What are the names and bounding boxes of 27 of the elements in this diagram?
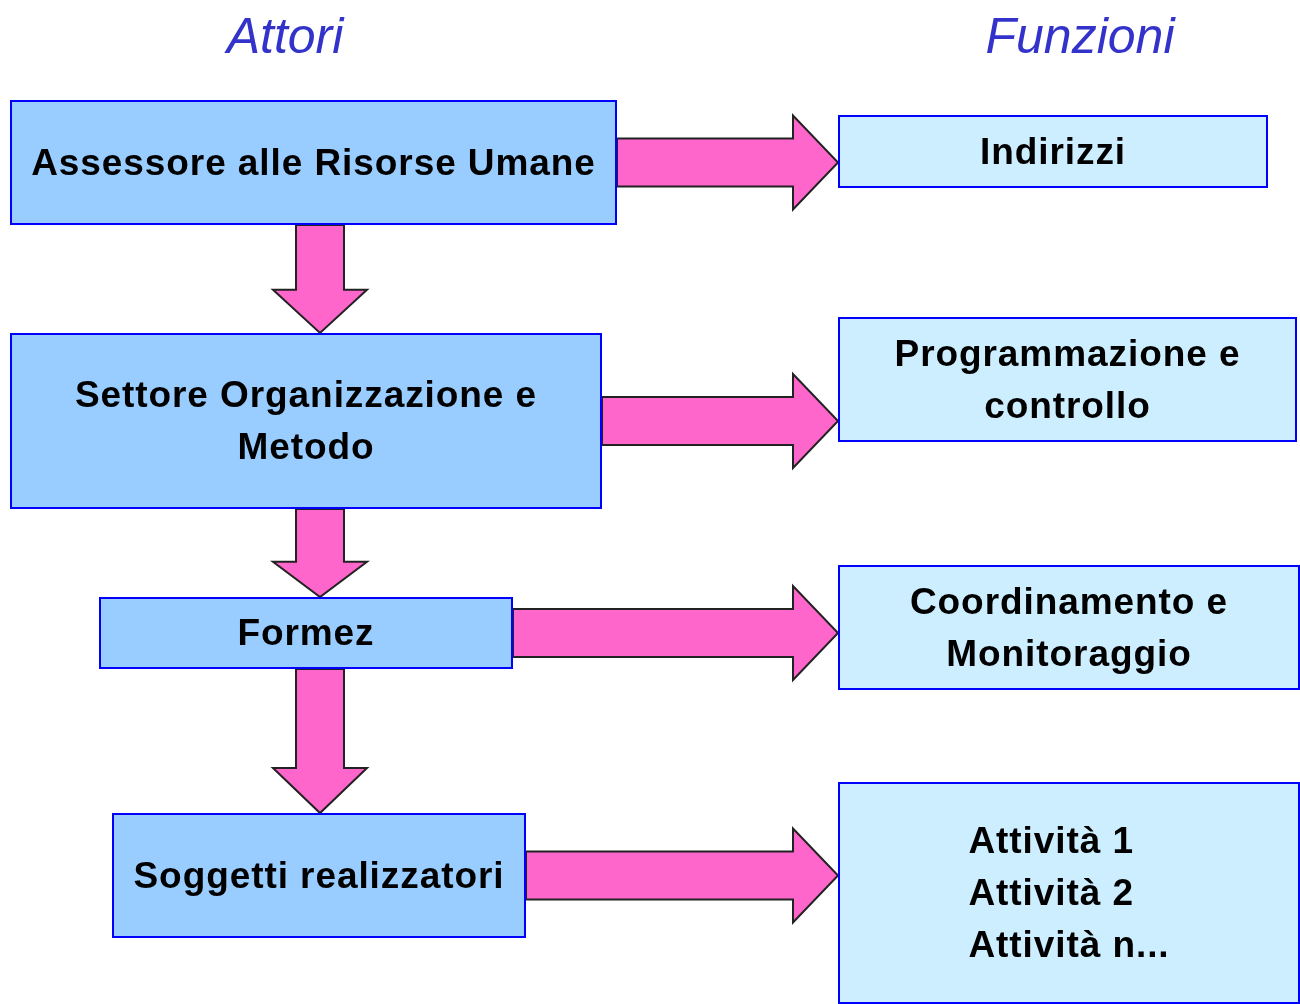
process-box [10,333,602,509]
box-text: Indirizzi [979,129,1126,174]
process-box [99,597,513,669]
block-arrow [616,113,840,212]
process-box [838,317,1297,442]
box-text: Coordinamento e Monitoraggio [908,579,1230,676]
box-text: Formez [237,611,375,655]
box-text: Settore Organizzazione e Metodo [73,373,539,469]
column-heading: Attori [223,7,346,66]
process-box [112,813,526,938]
block-arrow [601,371,840,471]
block-arrow [270,508,370,599]
block-arrow [270,668,370,815]
block-arrow [525,826,840,925]
box-text: Attività 2 [968,871,1134,915]
box-text: Attività n... [968,923,1170,967]
box-text: Programmazione e controllo [893,331,1242,428]
process-box [838,565,1300,690]
block-arrow [512,583,840,683]
process-box [838,782,1300,1004]
block-arrow [270,224,370,335]
box-text: Assessore alle Risorse Umane [31,140,596,185]
box-text: Attività 1 [968,819,1134,863]
column-heading: Funzioni [984,7,1177,66]
box-text: Soggetti realizzatori [133,853,505,898]
process-box [10,100,617,225]
process-box [838,115,1268,188]
